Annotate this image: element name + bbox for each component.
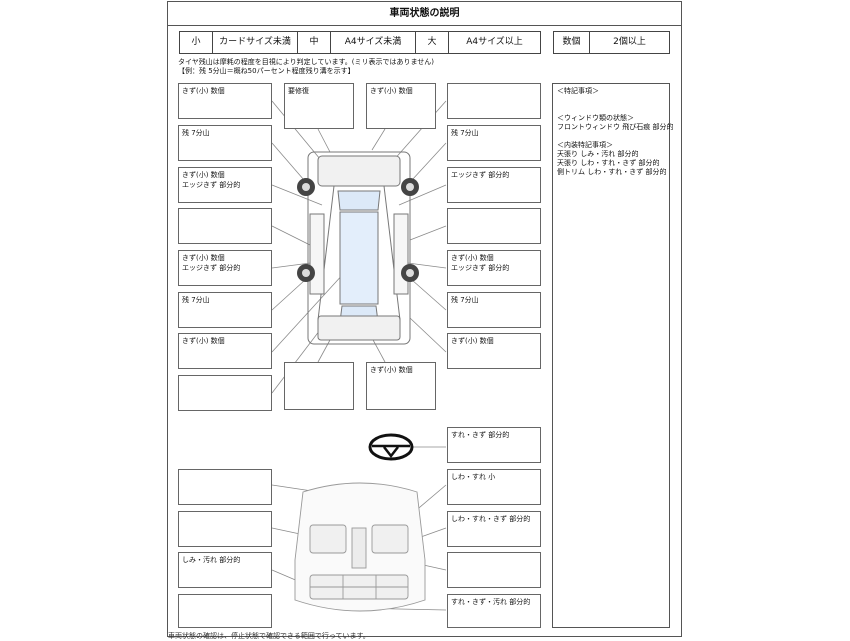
interior-note: 天張り しわ・すれ・きず 部分的 [557,159,660,167]
interior-box: しわ・すれ 小 [447,469,541,505]
exterior-box [178,375,272,411]
tire-front-right [401,178,419,196]
exterior-box: すれ・きず 部分的 [447,427,541,463]
exterior-box: 残 7分山 [178,292,272,328]
exterior-box: きず(小) 数個 [366,83,436,129]
exterior-box: きず(小) 数個エッジきず 部分的 [178,250,272,286]
interior-box: すれ・きず・汚れ 部分的 [447,594,541,628]
exterior-box: きず(小) 数個 [447,333,541,369]
interior-box: しみ・汚れ 部分的 [178,552,272,588]
count-label: 2個以上 [589,31,670,54]
exterior-box: きず(小) 数個エッジきず 部分的 [447,250,541,286]
footer-note: 車両状態の確認は、停止状態で確認できる範囲で行っています。 [168,632,370,640]
car-interior-view [294,482,426,612]
exterior-box [284,362,354,410]
interior-note: 天張り しみ・汚れ 部分的 [557,150,639,158]
steering-wheel-icon [368,433,414,461]
exterior-box: きず(小) 数個 [178,83,272,119]
exterior-box [447,208,541,244]
car-top-view [307,151,411,345]
interior-box [447,552,541,588]
interior-box [178,511,272,547]
tire-front-left [297,178,315,196]
window-note: フロントウィンドウ 飛び石痕 部分的 [557,123,674,131]
exterior-box: きず(小) 数個エッジきず 部分的 [178,167,272,203]
interior-box [178,594,272,628]
window-heading: ＜ウィンドウ類の状態＞ [557,114,634,122]
legend-large-label: A4サイズ以上 [448,31,541,54]
exterior-box: 残 7分山 [178,125,272,161]
interior-box [178,469,272,505]
exterior-box [178,208,272,244]
tread-example: 【例：残 5分山＝概ね50パーセント程度残り溝を示す】 [178,67,355,75]
sheet-title: 車両状態の説明 [168,2,681,26]
exterior-box: 要修復 [284,83,354,129]
notes-heading: ＜特記事項＞ [557,87,599,95]
exterior-box: きず(小) 数個 [366,362,436,410]
tire-rear-left [297,264,315,282]
exterior-box: 残 7分山 [447,125,541,161]
interior-heading: ＜内装特記事項＞ [557,141,613,149]
exterior-box: 残 7分山 [447,292,541,328]
interior-note: 側トリム しわ・すれ・きず 部分的 [557,168,667,176]
interior-box: しわ・すれ・きず 部分的 [447,511,541,547]
exterior-box: エッジきず 部分的 [447,167,541,203]
tread-note: タイヤ残山は摩耗の程度を目視により判定しています。(ミリ表示ではありません) [178,58,434,66]
exterior-box: きず(小) 数個 [178,333,272,369]
special-notes-panel: ＜特記事項＞ ＜ウィンドウ類の状態＞ フロントウィンドウ 飛び石痕 部分的 ＜内… [552,83,674,628]
exterior-box [447,83,541,119]
tire-rear-right [401,264,419,282]
